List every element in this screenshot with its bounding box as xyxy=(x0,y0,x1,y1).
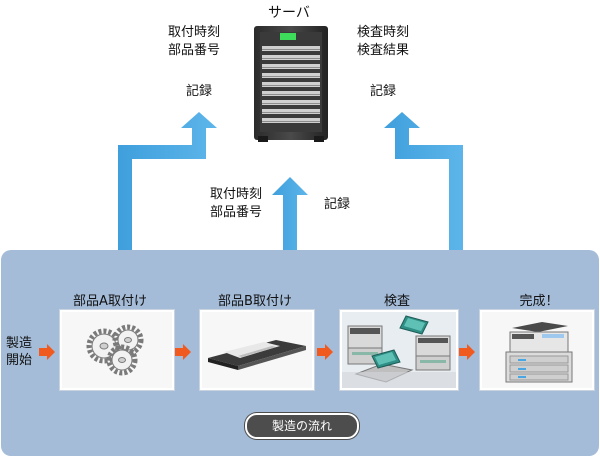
middle-info: 取付時刻 部品番号 xyxy=(210,187,263,220)
step-title-part-a: 部品A取付け xyxy=(73,294,147,309)
step-title-part-b: 部品B取付け xyxy=(218,294,292,309)
server-right-record: 記録 xyxy=(370,84,397,99)
manufacturing-flow-label: 製造の流れ xyxy=(245,413,359,439)
step-card-complete xyxy=(480,310,594,390)
server-right-info: 検査時刻 検査結果 xyxy=(357,25,410,58)
plate-icon xyxy=(208,340,306,370)
copier-icon xyxy=(505,322,573,383)
step-card-part-a xyxy=(60,310,174,390)
server-left-info: 取付時刻 部品番号 xyxy=(168,25,221,58)
inspection-machines-icon xyxy=(342,312,456,388)
step-title-inspection: 検査 xyxy=(383,294,410,309)
middle-record: 記録 xyxy=(324,197,351,212)
flow-arrow-1 xyxy=(39,344,55,360)
server-rack-icon xyxy=(254,26,328,142)
flow-arrows xyxy=(39,344,475,360)
flow-arrow-4 xyxy=(459,344,475,360)
flow-arrow-3 xyxy=(317,344,333,360)
server-left-record: 記録 xyxy=(186,84,213,99)
start-label: 製造 開始 xyxy=(6,336,33,368)
step-card-inspection xyxy=(340,310,458,390)
server-title: サーバ xyxy=(268,5,310,21)
middle-upload-arrow xyxy=(272,177,308,255)
left-upload-arrow xyxy=(118,112,217,255)
gears-icon xyxy=(86,324,144,376)
step-card-part-b xyxy=(200,310,314,390)
right-upload-arrow xyxy=(384,112,463,255)
step-title-complete: 完成！ xyxy=(519,294,559,309)
flow-arrow-2 xyxy=(175,344,191,360)
